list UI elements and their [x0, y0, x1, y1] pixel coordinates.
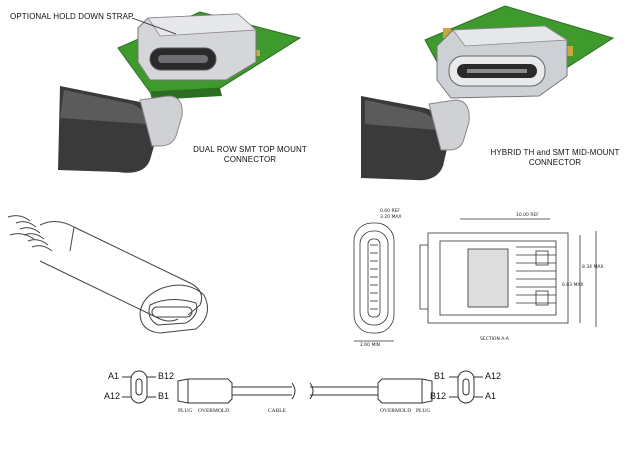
label-overmold-left: OVERMOLD — [198, 408, 230, 414]
left-pin-b1: B1 — [158, 391, 170, 401]
cable-assembly-diagram: A1 A12 B12 B1 B1 B12 A12 A1 PLUG OVERMOL… — [0, 355, 635, 450]
plug-line-drawing-panel — [0, 195, 320, 345]
right-pin-b12: B12 — [430, 391, 447, 401]
top-left-panel: OPTIONAL HOLD DOWN STRAP DUAL ROW SMT TO… — [0, 0, 317, 180]
label-cable: CABLE — [268, 408, 287, 414]
receptacle-section-drawing — [353, 218, 597, 342]
dim-max-top: 3.20 MAX — [380, 215, 402, 220]
label-plug-left: PLUG — [178, 408, 193, 414]
mid-mount-caption-line2: CONNECTOR — [528, 158, 582, 167]
cable-assembly-line-art — [122, 370, 483, 404]
right-pin-a12: A12 — [485, 371, 502, 381]
dim-min-bottom: 2.60 MIN — [360, 343, 381, 348]
technical-drawing-panel: 0.60 REF 3.20 MAX 8.34 MAX 6.83 MAX 2.60… — [340, 205, 635, 350]
right-pin-b1: B1 — [434, 371, 446, 381]
top-mount-connector-illustration — [58, 11, 302, 173]
left-pin-b12: B12 — [158, 371, 175, 381]
dim-overall-max: 8.34 MAX — [582, 265, 604, 270]
top-mount-caption-line2: CONNECTOR — [223, 155, 277, 164]
right-pin-a1: A1 — [485, 391, 497, 401]
usb-c-plug-line-drawing — [7, 215, 209, 334]
left-pin-a12: A12 — [104, 391, 121, 401]
mid-mount-connector-illustration — [361, 5, 615, 181]
section-label: SECTION A-A — [480, 337, 509, 342]
top-right-panel: HYBRID TH and SMT MID-MOUNT CONNECTOR — [355, 0, 635, 185]
hold-down-strap-callout: OPTIONAL HOLD DOWN STRAP — [10, 12, 134, 21]
dim-ref-top: 0.60 REF — [380, 209, 401, 214]
left-pin-a1: A1 — [108, 371, 120, 381]
mid-mount-caption-line1: HYBRID TH and SMT MID-MOUNT — [490, 148, 620, 157]
dim-inner-max: 6.83 MAX — [562, 283, 584, 288]
label-plug-right: PLUG — [416, 408, 431, 414]
label-overmold-right: OVERMOLD — [380, 408, 412, 414]
top-mount-caption-line1: DUAL ROW SMT TOP MOUNT — [193, 145, 307, 154]
dim-ref-side: 10.00 REF — [516, 213, 539, 218]
